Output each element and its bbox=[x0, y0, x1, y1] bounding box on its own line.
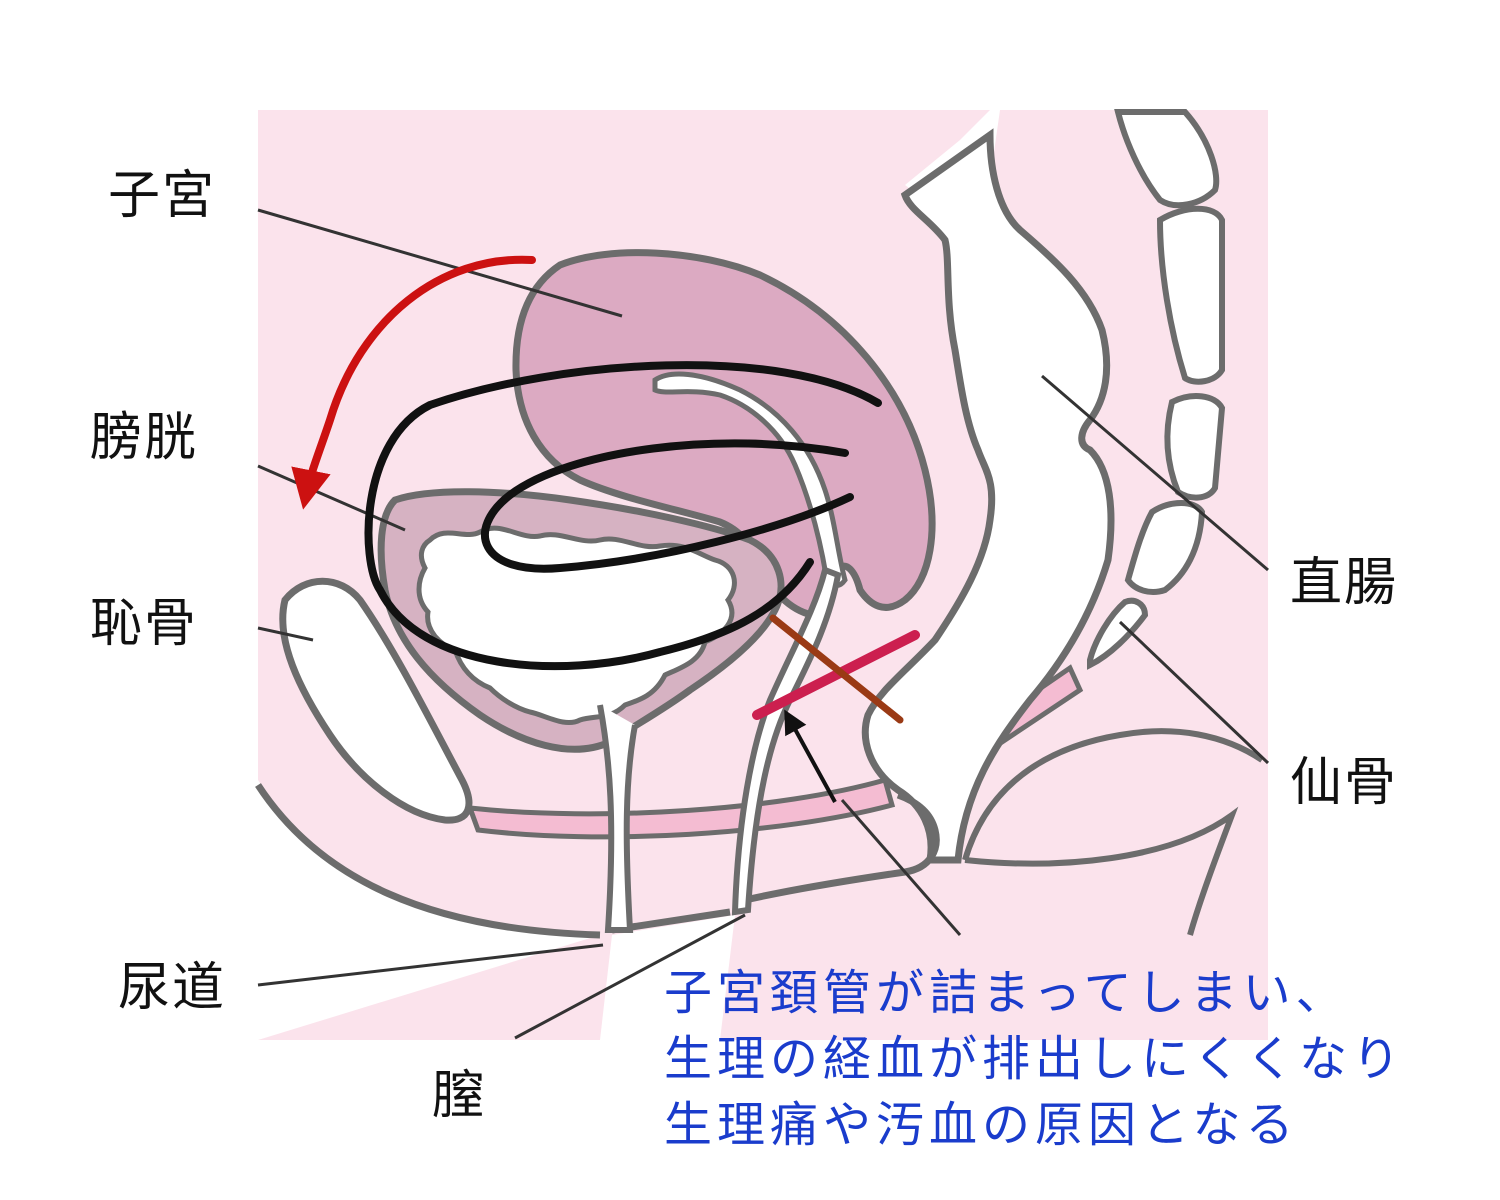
sacrum-lower-outline bbox=[964, 806, 1239, 936]
leader-rectum bbox=[1041, 374, 1269, 572]
curved-arrow bbox=[291, 255, 536, 510]
leader-lines bbox=[257, 208, 1270, 1040]
vertebra-1 bbox=[1114, 109, 1220, 209]
leader-pubic-bone bbox=[257, 626, 314, 642]
urethra-tube bbox=[597, 704, 638, 933]
spine bbox=[1087, 109, 1226, 670]
caption-text: 子宮頚管が詰まってしまい、 生理の経血が排出しにくくなり 生理痛や汚血の原因とな… bbox=[664, 960, 1494, 1158]
label-bladder: 膀胱 bbox=[90, 408, 199, 468]
menstrual-flow-lines bbox=[364, 361, 882, 671]
bottom-gap-mid bbox=[600, 915, 735, 1040]
label-uterus: 子宮 bbox=[108, 166, 217, 226]
label-rectum: 直腸 bbox=[1290, 553, 1399, 613]
leader-vagina bbox=[514, 913, 746, 1040]
vertebra-3 bbox=[1164, 393, 1226, 501]
caption-line-3: 生理痛や汚血の原因となる bbox=[664, 1097, 1299, 1153]
label-sacrum: 仙骨 bbox=[1290, 753, 1399, 813]
cervix-mark-brown bbox=[769, 614, 904, 724]
label-vagina: 膣 bbox=[432, 1066, 487, 1126]
flow-line-outer bbox=[364, 361, 882, 671]
flow-line-middle bbox=[480, 439, 854, 573]
sacrum-outline bbox=[962, 728, 1264, 861]
vertebra-5 bbox=[1087, 597, 1149, 670]
leader-caption bbox=[840, 799, 962, 936]
label-pubic-bone: 恥骨 bbox=[90, 594, 199, 654]
vertebra-2 bbox=[1156, 205, 1225, 385]
label-urethra: 尿道 bbox=[118, 958, 227, 1018]
leader-bladder bbox=[257, 464, 406, 532]
rectum-shape bbox=[861, 128, 1115, 864]
leader-sacrum bbox=[1118, 620, 1270, 765]
cervix-pointer bbox=[784, 709, 837, 803]
pubic-bone-shape bbox=[279, 577, 473, 824]
body-outline-left bbox=[255, 783, 601, 939]
caption-line-2: 生理の経血が排出しにくくなり bbox=[664, 1031, 1406, 1087]
sacrum-shape bbox=[960, 650, 1268, 1040]
leader-urethra bbox=[257, 943, 604, 987]
caption-line-1: 子宮頚管が詰まってしまい、 bbox=[664, 965, 1349, 1021]
vaginal-canal bbox=[731, 565, 842, 916]
leader-uterus bbox=[257, 208, 623, 318]
cervix-mark-crimson bbox=[752, 630, 920, 720]
